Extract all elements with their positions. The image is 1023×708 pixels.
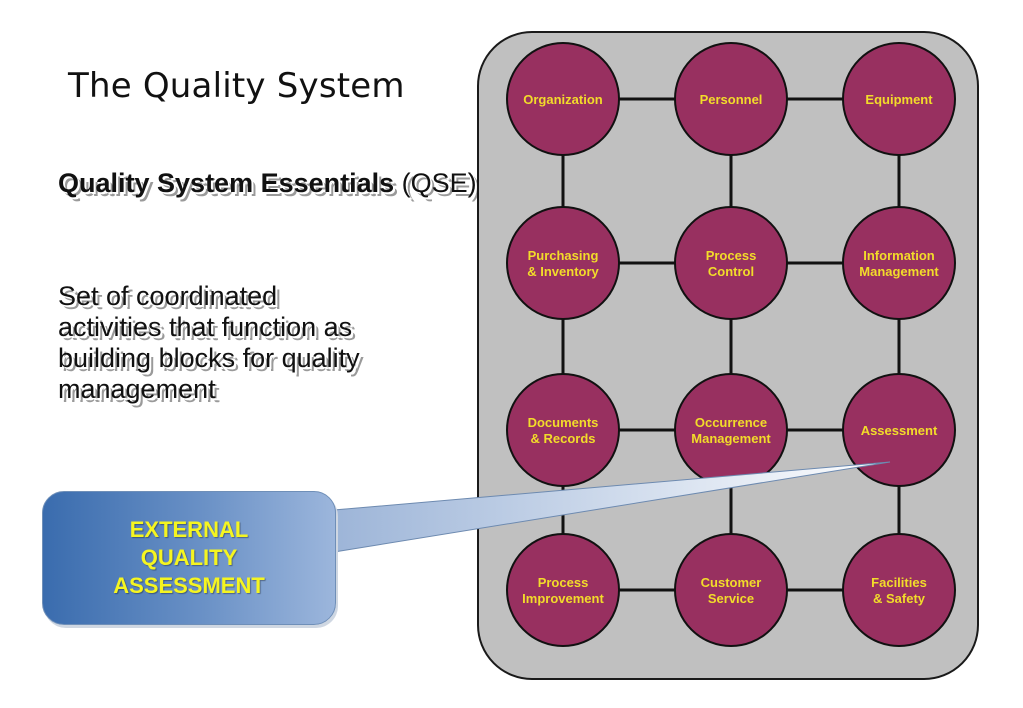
callout-text: EXTERNAL QUALITY ASSESSMENT bbox=[113, 516, 265, 600]
node-label: Service bbox=[708, 591, 754, 606]
node-label: Management bbox=[691, 431, 771, 446]
node-circle bbox=[842, 373, 956, 487]
node-label: Customer bbox=[701, 575, 762, 590]
node-label: & Inventory bbox=[527, 264, 599, 279]
slide-title: The Quality System bbox=[68, 66, 405, 106]
node-circle bbox=[842, 42, 956, 156]
node-label: Assessment bbox=[861, 423, 938, 438]
node-circle bbox=[506, 206, 620, 320]
qse-bold-label: Quality System Essentials bbox=[58, 168, 395, 198]
node-label: & Safety bbox=[873, 591, 926, 606]
node-circle bbox=[674, 42, 788, 156]
node-label: Documents bbox=[528, 415, 599, 430]
callout-line: EXTERNAL bbox=[129, 517, 249, 542]
external-assessment-callout: EXTERNAL QUALITY ASSESSMENT bbox=[42, 491, 336, 625]
grid-nodes: Organization Personnel EquipmentPurchasing… bbox=[506, 42, 956, 647]
callout-line: ASSESSMENT bbox=[113, 573, 265, 598]
node-circle bbox=[842, 206, 956, 320]
node-circle bbox=[674, 373, 788, 487]
node-label: & Records bbox=[530, 431, 595, 446]
node-facilities-safety: Facilities& Safety bbox=[842, 533, 956, 647]
node-label: Equipment bbox=[865, 92, 933, 107]
node-circle bbox=[674, 206, 788, 320]
node-label: Personnel bbox=[700, 92, 763, 107]
node-label: Occurrence bbox=[695, 415, 767, 430]
node-purchasing-inventory: Purchasing& Inventory bbox=[506, 206, 620, 320]
node-assessment: Assessment bbox=[842, 373, 956, 487]
node-documents-records: Documents& Records bbox=[506, 373, 620, 487]
node-label: Purchasing bbox=[528, 248, 599, 263]
node-label: Control bbox=[708, 264, 754, 279]
node-circle bbox=[506, 533, 620, 647]
diagram-panel bbox=[477, 31, 979, 680]
node-label: Process bbox=[706, 248, 757, 263]
qse-heading: Quality System Essentials (QSE) bbox=[58, 168, 477, 199]
node-label: Management bbox=[859, 264, 939, 279]
node-label: Improvement bbox=[522, 591, 604, 606]
node-equipment: Equipment bbox=[842, 42, 956, 156]
node-label: Facilities bbox=[871, 575, 927, 590]
node-label: Organization bbox=[523, 92, 603, 107]
node-label: Information bbox=[863, 248, 935, 263]
node-label: Process bbox=[538, 575, 589, 590]
qse-abbreviation: (QSE) bbox=[394, 168, 477, 198]
node-circle bbox=[842, 533, 956, 647]
node-circle bbox=[506, 42, 620, 156]
node-organization: Organization bbox=[506, 42, 620, 156]
callout-line: QUALITY bbox=[140, 545, 238, 570]
node-personnel: Personnel bbox=[674, 42, 788, 156]
node-circle bbox=[506, 373, 620, 487]
qse-description: Set of coordinated activities that funct… bbox=[58, 281, 360, 404]
node-circle bbox=[674, 533, 788, 647]
